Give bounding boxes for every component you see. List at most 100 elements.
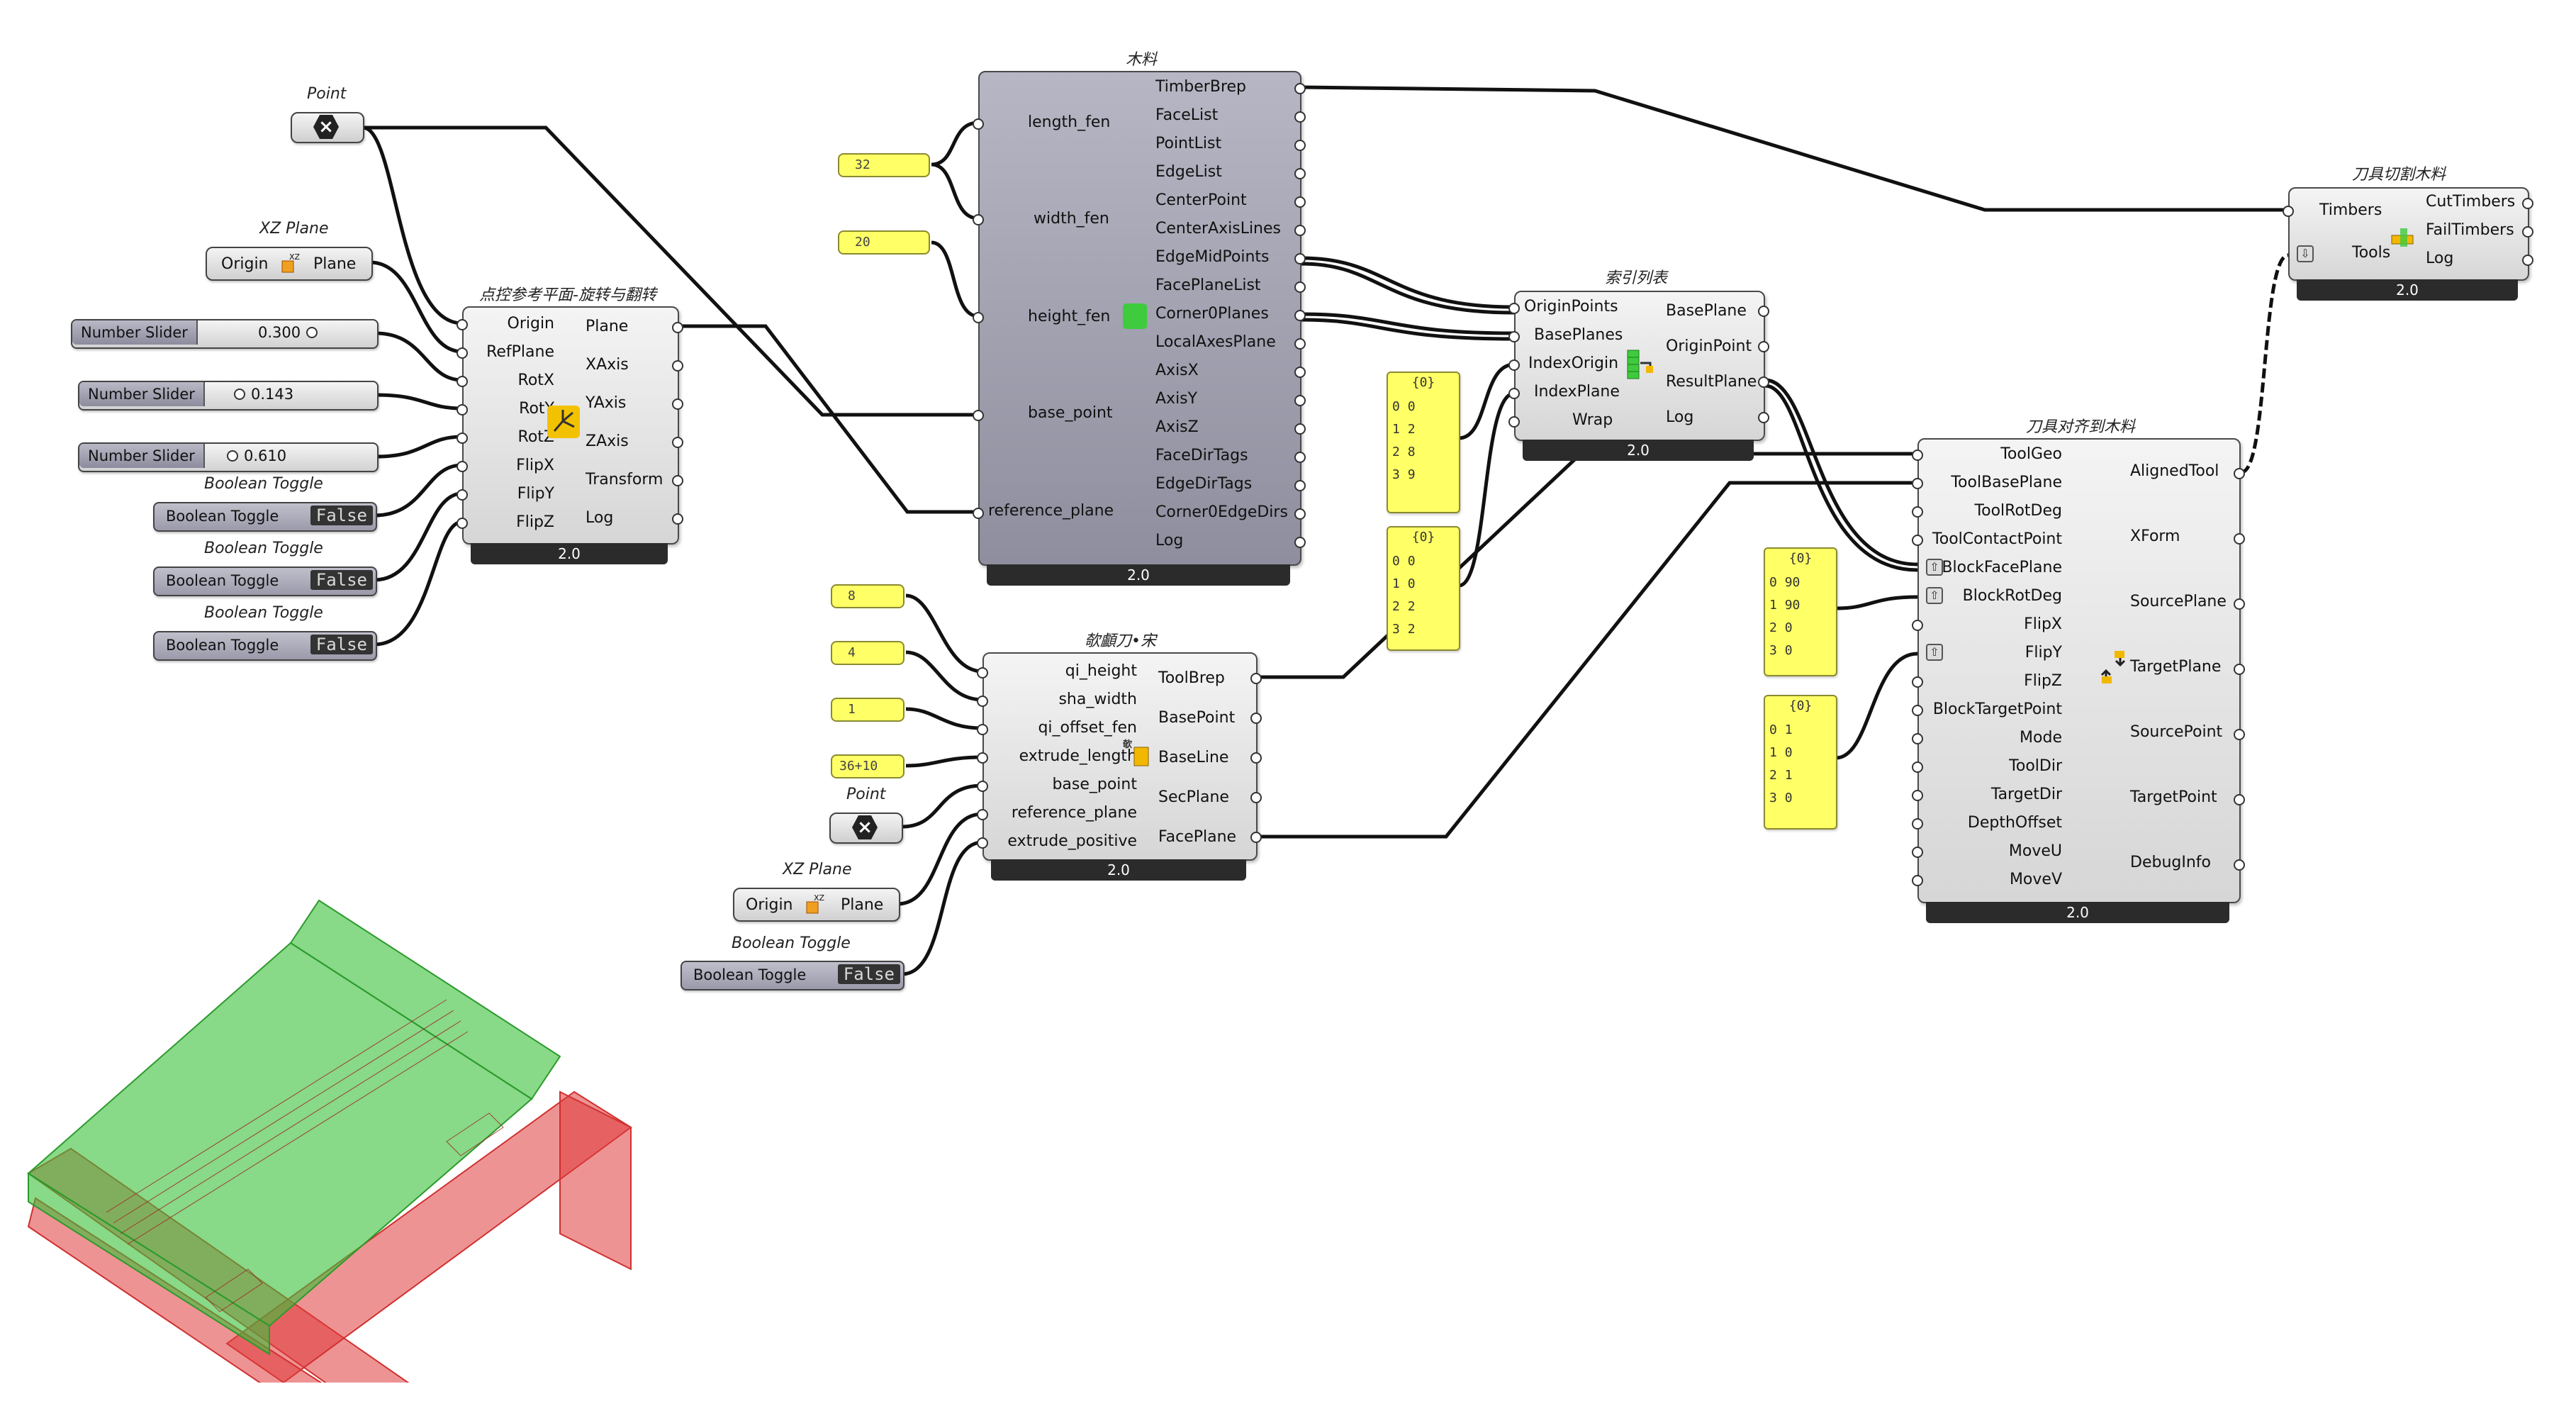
port[interactable] — [1758, 341, 1769, 352]
input-rotx[interactable]: RotX — [517, 372, 554, 389]
output-axisy[interactable]: AxisY — [1155, 390, 1198, 408]
output-failtimbers[interactable]: FailTimbers — [2426, 221, 2514, 239]
port[interactable] — [457, 489, 468, 501]
output-log[interactable]: Log — [1155, 532, 1184, 549]
port[interactable] — [2522, 198, 2533, 209]
input-blockfaceplane[interactable]: BlockFacePlane — [1942, 559, 2062, 576]
port[interactable] — [1294, 537, 1306, 548]
port[interactable] — [977, 837, 988, 849]
port[interactable] — [1250, 752, 1262, 764]
input-movev[interactable]: MoveV — [2009, 871, 2062, 888]
port[interactable] — [1294, 452, 1306, 463]
port[interactable] — [1912, 733, 1923, 744]
port[interactable] — [2234, 533, 2245, 545]
port[interactable] — [1294, 168, 1306, 179]
output-corner0planes[interactable]: Corner0Planes — [1155, 305, 1269, 323]
port[interactable] — [1294, 395, 1306, 406]
port[interactable] — [457, 347, 468, 359]
port[interactable] — [1250, 832, 1262, 843]
input-flipz[interactable]: FlipZ — [516, 513, 554, 531]
point-b-component[interactable]: × — [829, 813, 903, 844]
output-originpoint[interactable]: OriginPoint — [1666, 337, 1752, 355]
output-edgelist[interactable]: EdgeList — [1155, 163, 1222, 181]
output-pointlist[interactable]: PointList — [1155, 135, 1222, 152]
output-axisz[interactable]: AxisZ — [1155, 418, 1199, 436]
output-transform[interactable]: Transform — [586, 471, 663, 489]
port[interactable] — [457, 432, 468, 444]
number-panel-extrude-length[interactable]: 36+10 — [831, 754, 905, 778]
port[interactable] — [1250, 792, 1262, 803]
port[interactable] — [977, 724, 988, 735]
port[interactable] — [2234, 794, 2245, 805]
output-localaxesplane[interactable]: LocalAxesPlane — [1155, 333, 1276, 351]
graft-up-icon[interactable]: ⇧ — [1926, 587, 1943, 604]
output-log[interactable]: Log — [586, 509, 614, 527]
xz-plane-a-component[interactable]: Origin XZ Plane — [206, 247, 373, 281]
input-flipy[interactable]: FlipY — [2025, 644, 2062, 661]
port[interactable] — [1294, 196, 1306, 208]
port[interactable] — [1508, 416, 1520, 428]
output-log[interactable]: Log — [1666, 408, 1694, 426]
output-facelist[interactable]: FaceList — [1155, 106, 1219, 124]
port[interactable] — [1294, 508, 1306, 520]
output-xform[interactable]: XForm — [2130, 527, 2180, 545]
input-base-point[interactable]: base_point — [1052, 776, 1137, 793]
input-flipy[interactable]: FlipY — [517, 485, 554, 503]
port[interactable] — [1912, 478, 1923, 489]
port[interactable] — [1758, 306, 1769, 317]
port[interactable] — [2522, 226, 2533, 238]
port[interactable] — [672, 322, 683, 333]
flatten-down-icon[interactable]: ⇩ — [2297, 245, 2314, 262]
slider-knob[interactable] — [227, 450, 238, 462]
graft-up-icon[interactable]: ⇧ — [1926, 559, 1943, 576]
port[interactable] — [977, 809, 988, 820]
input-toolgeo[interactable]: ToolGeo — [2000, 445, 2062, 463]
output-faceplanelist[interactable]: FacePlaneList — [1155, 277, 1261, 294]
input-flipx[interactable]: FlipX — [516, 457, 554, 474]
port[interactable] — [977, 781, 988, 792]
port[interactable] — [1294, 281, 1306, 293]
output-toolbrep[interactable]: ToolBrep — [1158, 669, 1225, 687]
port[interactable] — [1758, 412, 1769, 423]
port[interactable] — [973, 118, 984, 130]
port[interactable] — [2234, 468, 2245, 479]
input-width-fen[interactable]: width_fen — [1034, 210, 1109, 228]
output-debuginfo[interactable]: DebugInfo — [2130, 854, 2211, 871]
input-indexorigin[interactable]: IndexOrigin — [1528, 354, 1619, 372]
output-xaxis[interactable]: XAxis — [586, 356, 629, 374]
graft-up-icon[interactable]: ⇧ — [1926, 644, 1943, 661]
index-list-component[interactable]: OriginPoints BasePlanes IndexOrigin Inde… — [1514, 291, 1765, 441]
list-panel-flipy[interactable]: {0} 0 1 1 0 2 1 3 0 — [1764, 695, 1837, 830]
tool-cut-timber-component[interactable]: Timbers ⇩ Tools CutTimbers FailTimbers L… — [2288, 187, 2529, 281]
input-targetdir[interactable]: TargetDir — [1990, 786, 2062, 803]
input-base-point[interactable]: base_point — [1028, 404, 1113, 422]
input-flipx[interactable]: FlipX — [2024, 615, 2062, 633]
boolean-toggle-3[interactable]: Boolean Toggle False — [153, 631, 377, 661]
boolean-toggle-4[interactable]: Boolean Toggle False — [681, 961, 905, 990]
port[interactable] — [1294, 310, 1306, 321]
input-reference-plane[interactable]: reference_plane — [988, 502, 1114, 520]
port[interactable] — [1912, 535, 1923, 546]
output-cuttimbers[interactable]: CutTimbers — [2426, 193, 2516, 211]
port[interactable] — [457, 518, 468, 529]
output-centerpoint[interactable]: CenterPoint — [1155, 191, 1247, 209]
port[interactable] — [672, 360, 683, 372]
port[interactable] — [1912, 790, 1923, 801]
port[interactable] — [1912, 620, 1923, 631]
port[interactable] — [457, 376, 468, 387]
port[interactable] — [1758, 376, 1769, 388]
number-slider-1[interactable]: Number Slider 0.300 — [71, 319, 379, 349]
tool-component[interactable]: qi_height sha_width qi_offset_fen extrud… — [982, 652, 1258, 861]
port[interactable] — [1250, 673, 1262, 684]
port[interactable] — [457, 404, 468, 415]
xz-plane-b-component[interactable]: Origin XZ Plane — [733, 888, 900, 922]
port[interactable] — [973, 508, 984, 519]
number-panel-qi-offset[interactable]: 1 — [831, 698, 905, 722]
input-originpoints[interactable]: OriginPoints — [1524, 298, 1618, 316]
input-moveu[interactable]: MoveU — [2008, 842, 2062, 860]
output-resultplane[interactable]: ResultPlane — [1666, 373, 1757, 391]
input-timbers[interactable]: Timbers — [2319, 201, 2382, 219]
output-secplane[interactable]: SecPlane — [1158, 788, 1229, 806]
boolean-toggle-1[interactable]: Boolean Toggle False — [153, 502, 377, 532]
output-centeraxislines[interactable]: CenterAxisLines — [1155, 220, 1281, 238]
